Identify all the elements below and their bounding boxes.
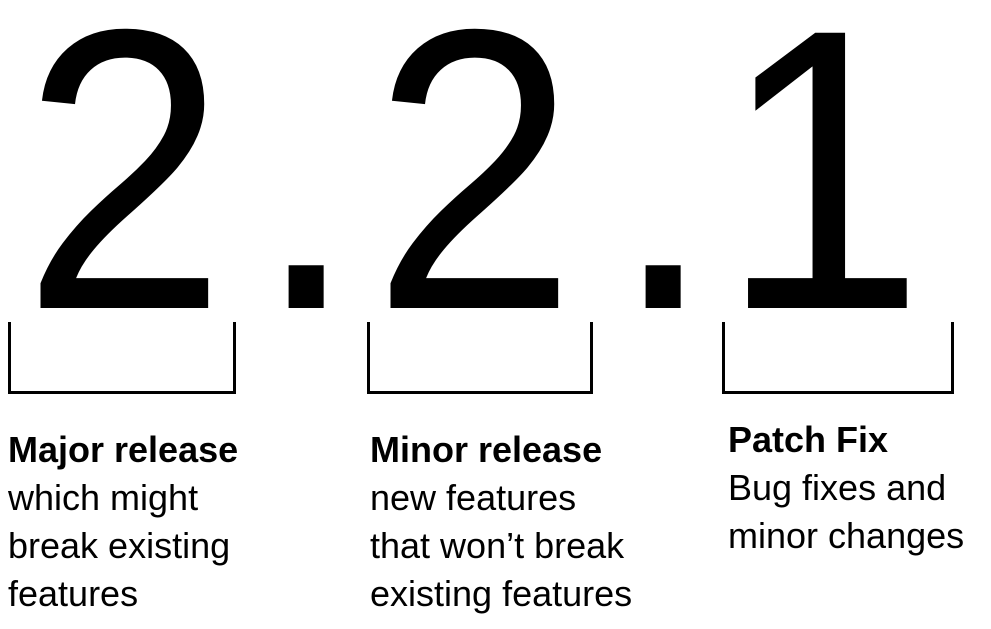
major-release-title: Major release bbox=[8, 429, 239, 470]
patch-fix-title: Patch Fix bbox=[728, 419, 889, 460]
description-line: which might bbox=[8, 477, 199, 518]
description-line: Bug fixes and bbox=[728, 467, 947, 508]
minor-version-digit: 2 bbox=[372, 0, 577, 393]
description-line: features bbox=[8, 573, 139, 614]
description-line: that won’t break bbox=[370, 525, 625, 566]
major-version-digit: 2 bbox=[22, 0, 227, 393]
minor-bracket bbox=[367, 322, 593, 394]
version-separator-dot: . bbox=[255, 0, 358, 393]
description-line: existing features bbox=[370, 573, 633, 614]
version-separator-dot: . bbox=[612, 0, 715, 393]
patch-version-digit: 1 bbox=[720, 0, 925, 393]
patch-fix-description: Patch Fix Bug fixes and minor changes bbox=[728, 416, 964, 560]
patch-bracket bbox=[722, 322, 954, 394]
major-bracket bbox=[8, 322, 236, 394]
description-line: minor changes bbox=[728, 515, 965, 556]
minor-release-description: Minor release new features that won’t br… bbox=[370, 426, 632, 618]
description-line: break existing bbox=[8, 525, 231, 566]
major-release-description: Major release which might break existing… bbox=[8, 426, 238, 618]
minor-release-title: Minor release bbox=[370, 429, 603, 470]
description-line: new features bbox=[370, 477, 577, 518]
